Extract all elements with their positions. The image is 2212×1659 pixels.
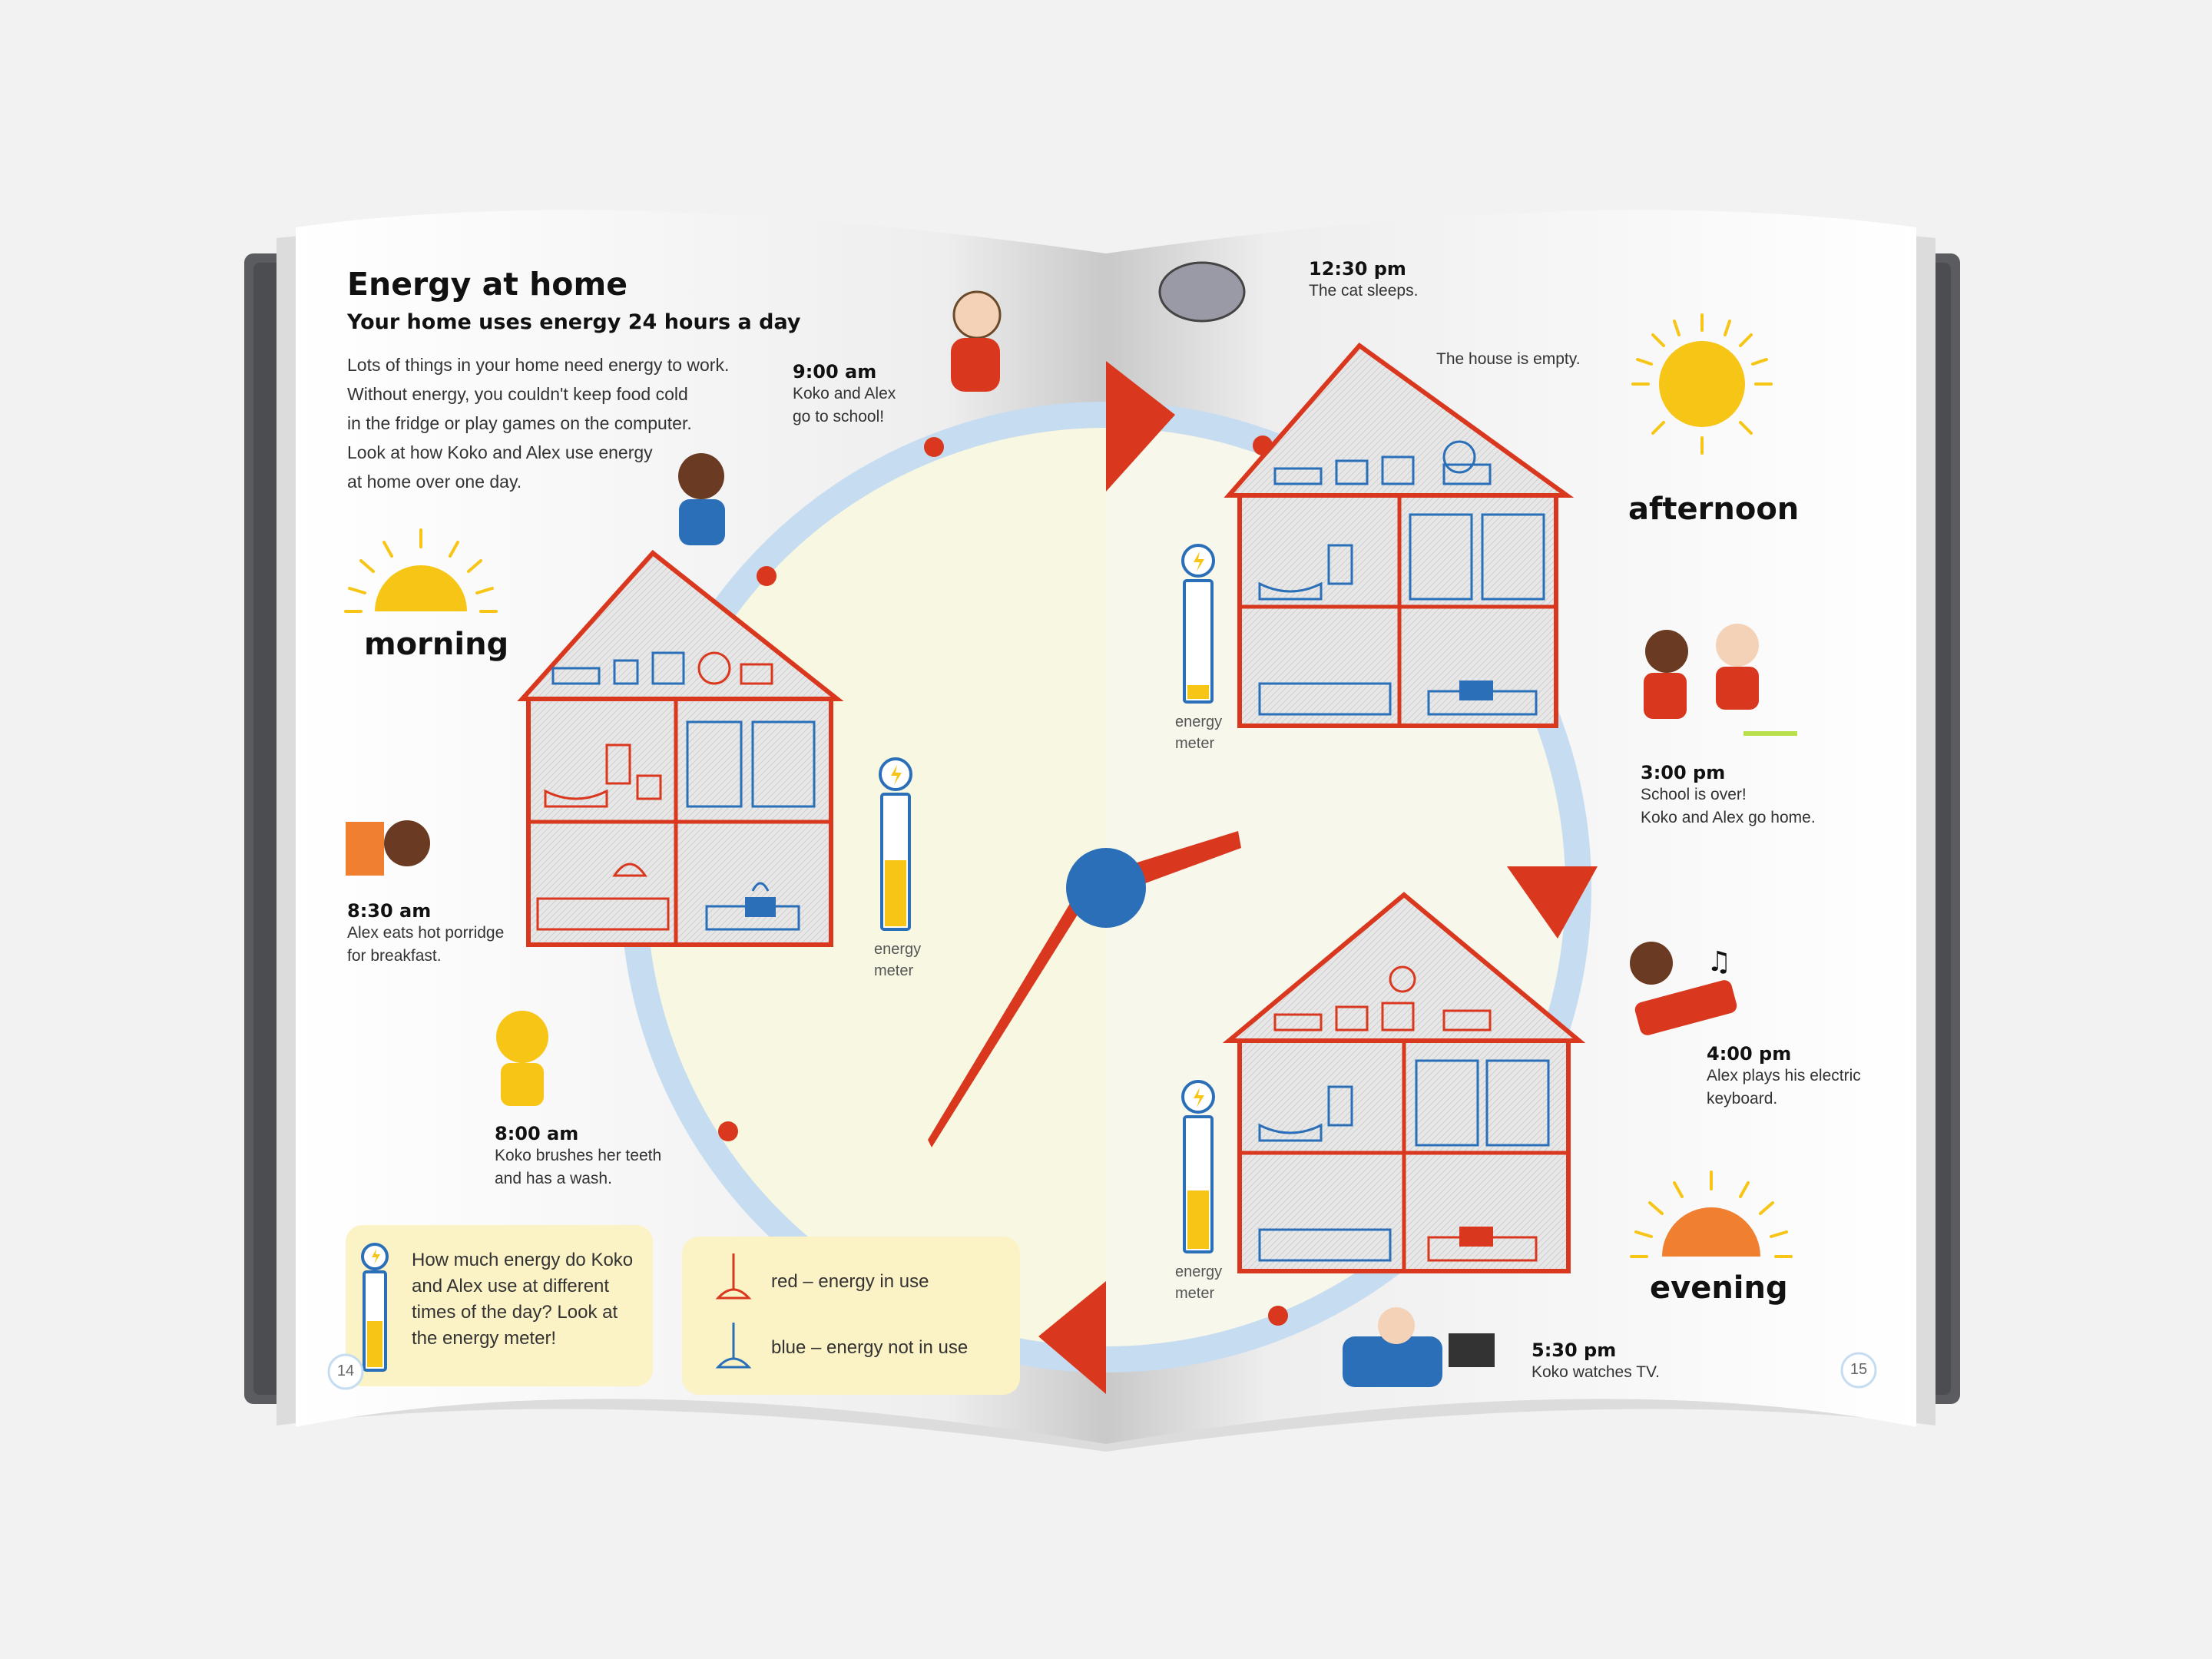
event-time: 3:00 pm — [1641, 762, 1726, 783]
period-evening: evening — [1650, 1270, 1788, 1306]
event-400: 4:00 pm Alex plays his electric keyboard… — [1707, 1043, 1861, 1111]
character-cat-1230 — [1158, 261, 1246, 323]
period-morning: morning — [364, 627, 509, 662]
lamp-icon-red — [715, 1253, 752, 1300]
sun-icon-afternoon — [1631, 313, 1773, 455]
character-koko-9am — [951, 290, 1002, 392]
meter-label-line: meter — [1175, 1285, 1215, 1302]
energy-meter-icon-evening — [1181, 1080, 1215, 1253]
event-time: 8:30 am — [347, 900, 432, 922]
event-caption: Koko and Alex — [793, 385, 896, 402]
energy-meter-icon-box — [361, 1243, 389, 1372]
house-morning — [517, 549, 844, 947]
question-text: How much energy do Koko and Alex use at … — [412, 1247, 642, 1352]
arrow-bottom — [1038, 1281, 1106, 1394]
character-alex-830 — [346, 820, 430, 876]
page-number-right: 15 — [1849, 1361, 1868, 1378]
intro-line: Lots of things in your home need energy … — [347, 355, 730, 375]
period-afternoon: afternoon — [1628, 492, 1800, 527]
question-line: times of the day? Look at — [412, 1302, 618, 1323]
clock-hand-short — [1120, 831, 1241, 891]
meter-label-morning: energy meter — [874, 939, 921, 982]
sun-icon-morning — [344, 528, 498, 613]
question-box — [346, 1225, 653, 1386]
event-caption: Koko brushes her teeth — [495, 1147, 662, 1164]
meter-label-line: energy — [874, 941, 922, 958]
meter-label-line: energy — [1175, 714, 1223, 730]
character-kids-3pm — [1644, 624, 1797, 736]
energy-meter-icon-morning — [879, 757, 912, 931]
event-800: 8:00 am Koko brushes her teeth and has a… — [495, 1123, 661, 1190]
event-time: 8:00 am — [495, 1123, 579, 1144]
event-caption: for breakfast. — [347, 947, 442, 965]
character-koko-530 — [1343, 1307, 1495, 1387]
event-caption: The cat sleeps. — [1309, 282, 1419, 300]
energy-meter-icon-afternoon — [1181, 544, 1215, 704]
page-title: Energy at home — [347, 266, 628, 303]
clock-hand-long — [928, 889, 1088, 1147]
intro-line: Look at how Koko and Alex use energy — [347, 442, 653, 462]
event-900: 9:00 am Koko and Alex go to school! — [793, 361, 896, 429]
house-empty-note: The house is empty. — [1436, 350, 1581, 368]
clock-center — [1066, 848, 1146, 928]
event-time: 5:30 pm — [1532, 1339, 1617, 1361]
event-caption: School is over! — [1641, 786, 1747, 803]
meter-label-line: energy — [1175, 1263, 1223, 1280]
event-530: 5:30 pm Koko watches TV. — [1532, 1339, 1660, 1384]
event-1230: 12:30 pm The cat sleeps. — [1309, 258, 1418, 303]
event-caption: Koko watches TV. — [1532, 1363, 1660, 1381]
sun-icon-evening — [1630, 1171, 1793, 1258]
meter-label-line: meter — [1175, 735, 1215, 752]
character-koko-800 — [496, 1011, 548, 1106]
event-caption: Alex eats hot porridge — [347, 924, 505, 942]
page-circle-left — [327, 1353, 364, 1390]
key-blue: blue – energy not in use — [771, 1337, 969, 1358]
event-time: 4:00 pm — [1707, 1043, 1792, 1065]
event-caption: go to school! — [793, 408, 885, 426]
question-line: and Alex use at different — [412, 1276, 610, 1296]
page-circle-right — [1840, 1352, 1877, 1389]
lamp-icon-blue — [715, 1323, 752, 1369]
house-afternoon — [1224, 342, 1575, 728]
key-box — [682, 1237, 1020, 1395]
meter-label-evening: energy meter — [1175, 1261, 1222, 1304]
event-time: 9:00 am — [793, 361, 877, 382]
meter-label-afternoon: energy meter — [1175, 711, 1222, 754]
page-number-left: 14 — [336, 1363, 355, 1379]
svg-text:♫: ♫ — [1707, 946, 1731, 978]
question-line: the energy meter! — [412, 1328, 557, 1349]
character-alex-4pm: ♫ — [1630, 942, 1737, 1035]
intro-paragraph: Lots of things in your home need energy … — [347, 350, 747, 496]
key-red: red – energy in use — [771, 1271, 929, 1292]
character-alex-9am — [678, 453, 725, 545]
event-caption: keyboard. — [1707, 1090, 1778, 1108]
intro-line: at home over one day. — [347, 472, 522, 492]
house-evening — [1222, 892, 1586, 1273]
intro-line: Without energy, you couldn't keep food c… — [347, 384, 688, 404]
arrow-top — [1106, 361, 1175, 492]
meter-label-line: meter — [874, 962, 914, 979]
intro-line: in the fridge or play games on the compu… — [347, 413, 692, 433]
event-time: 12:30 pm — [1309, 258, 1406, 280]
question-line: How much energy do Koko — [412, 1250, 634, 1270]
event-300: 3:00 pm School is over! Koko and Alex go… — [1641, 762, 1816, 830]
event-830: 8:30 am Alex eats hot porridge for break… — [347, 900, 504, 968]
page-subtitle: Your home uses energy 24 hours a day — [347, 310, 801, 334]
event-caption: and has a wash. — [495, 1170, 612, 1187]
arrow-right — [1507, 866, 1598, 939]
event-caption: Koko and Alex go home. — [1641, 809, 1816, 826]
event-caption: Alex plays his electric — [1707, 1067, 1861, 1084]
